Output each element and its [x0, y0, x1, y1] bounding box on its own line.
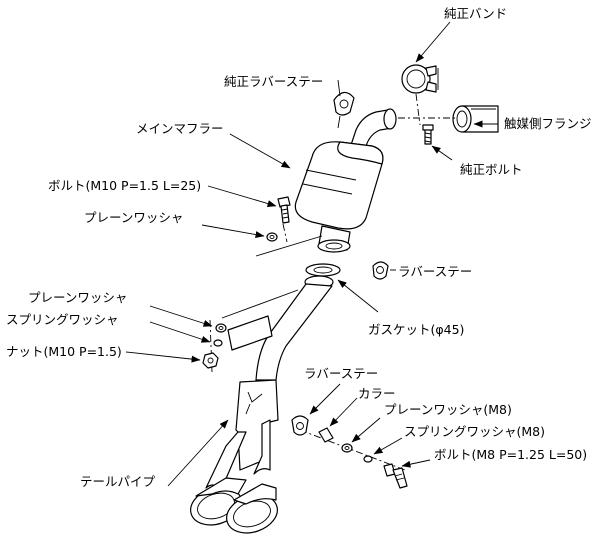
bolt-m10-part	[277, 196, 291, 224]
leader-genuine-bolt	[431, 145, 453, 161]
spring-washer-m8-part	[363, 455, 373, 463]
leader-genuine-band	[415, 21, 451, 63]
leader-rubber-stay-lower	[309, 383, 341, 415]
label-genuine-rubber-stay: 純正ラバーステー	[224, 74, 323, 89]
label-main-muffler: メインマフラー	[136, 121, 224, 136]
muffler-outlet-flange-part	[317, 225, 351, 253]
label-genuine-bolt: 純正ボルト	[460, 162, 523, 177]
leader-muffler-flange	[255, 235, 323, 257]
genuine-bolt-part	[422, 124, 434, 145]
leader-bolt-m10	[207, 185, 277, 207]
label-rubber-stay-lower: ラバーステー	[304, 366, 378, 381]
leader-spring-washer-left	[149, 321, 211, 343]
leader-gasket	[337, 279, 379, 313]
leader-bolt-m8	[401, 459, 431, 468]
washer-left-part	[215, 323, 227, 333]
label-plain-washer-left: プレーンワッシャ	[28, 290, 127, 305]
label-gasket: ガスケット(φ45)	[368, 322, 464, 337]
label-spring-washer-m8: スプリングワッシャ(M8)	[404, 424, 545, 439]
gasket-part	[305, 263, 341, 277]
genuine-rubber-stay-part	[333, 91, 355, 129]
spring-washer-left-part	[213, 339, 223, 347]
leader-nut-m10	[125, 351, 201, 363]
leader-tail-pipe	[167, 419, 229, 487]
plain-washer-m8-part	[341, 443, 353, 453]
label-rubber-stay-mid: ラバーステー	[398, 264, 472, 279]
leader-plain-washer-left	[149, 305, 213, 327]
plain-washer-upper-part	[266, 232, 278, 242]
label-bolt-m8: ボルト(M8 P=1.25 L=50)	[434, 447, 587, 462]
label-collar: カラー	[358, 386, 396, 401]
label-plain-washer-m8: プレーンワッシャ(M8)	[384, 402, 512, 417]
centerline-nut	[209, 319, 213, 373]
bolt-m8-part	[383, 463, 408, 489]
leader-main-muffler	[229, 133, 291, 169]
leader-collar	[329, 397, 358, 427]
rubber-stay-mid-part	[372, 261, 389, 280]
leader-spring-washer-m8	[373, 437, 403, 455]
leader-genuine-rubber-stay	[337, 79, 341, 97]
collar-part	[318, 427, 334, 443]
label-tail-pipe: テールパイプ	[80, 474, 156, 489]
main-muffler-part	[294, 141, 384, 230]
label-genuine-band: 純正バンド	[444, 6, 507, 21]
label-cat-flange: 触媒側フランジ	[504, 116, 592, 131]
leader-plain-washer-m8	[351, 417, 381, 443]
leader-plain-washer-upper	[201, 224, 265, 238]
label-bolt-m10: ボルト(M10 P=1.5 L=25)	[48, 178, 201, 193]
centerline-band	[415, 93, 421, 126]
leader-nut-bracket	[221, 289, 299, 319]
rubber-stay-lower-part	[291, 415, 309, 436]
centerline-bolt-m10	[282, 223, 288, 243]
centerline-bolt-m8	[299, 429, 406, 471]
label-plain-washer-upper: プレーンワッシャ	[84, 210, 183, 225]
nut-m10-part	[202, 352, 219, 369]
label-spring-washer-left: スプリングワッシャ	[6, 312, 119, 327]
genuine-band-part	[401, 64, 439, 94]
tail-pipe-part	[190, 275, 334, 534]
catalyst-flange-part	[452, 105, 499, 133]
label-nut-m10: ナット(M10 P=1.5)	[6, 344, 122, 359]
